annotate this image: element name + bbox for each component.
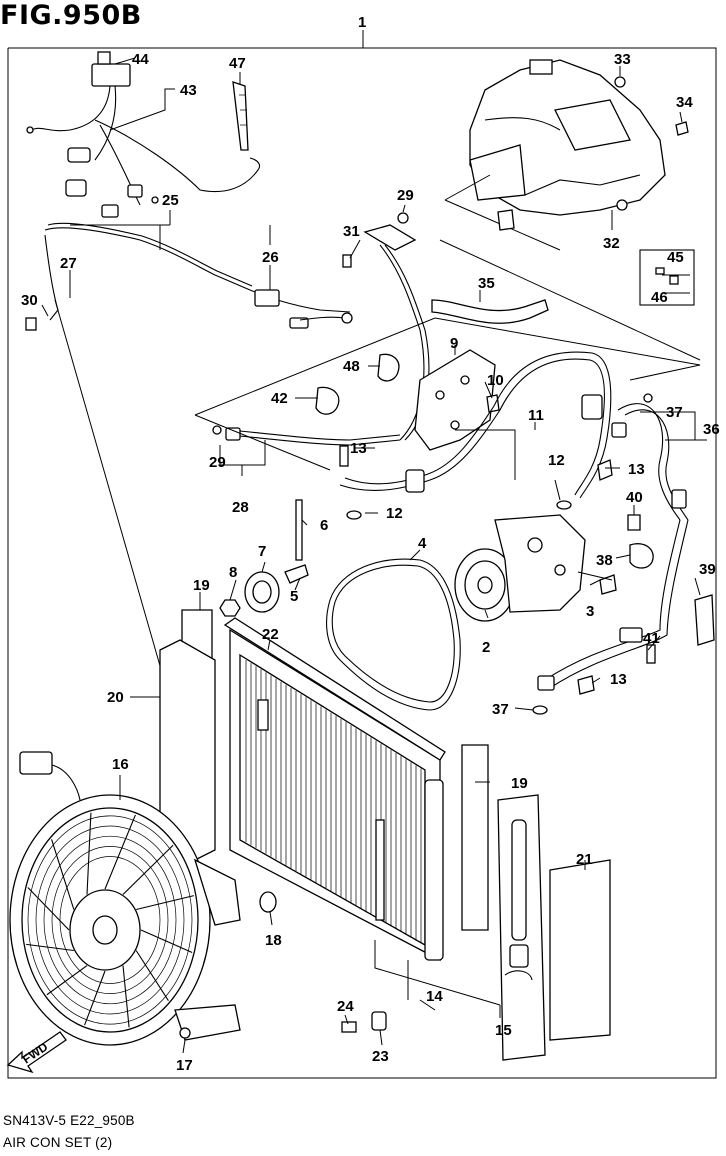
hose-35 (431, 299, 549, 324)
drive-belt (326, 558, 461, 711)
callout-31: 31 (343, 223, 360, 240)
figure-title: FIG.950B (0, 0, 142, 31)
fan-guard-ring (51, 845, 169, 995)
callout-4: 4 (418, 535, 427, 552)
fan-blade (84, 970, 106, 1026)
callout-20: 20 (107, 689, 124, 706)
callout-22: 22 (262, 626, 279, 643)
callout-34: 34 (676, 94, 693, 111)
callout-43: 43 (180, 82, 197, 99)
fan-blade (140, 929, 193, 954)
fan-blade (136, 895, 194, 911)
callout-19b: 19 (511, 775, 528, 792)
callout-45: 45 (667, 249, 684, 266)
leader-area (194, 239, 701, 471)
leaders-lower (374, 940, 501, 1006)
callout-21: 21 (576, 851, 593, 868)
callout-29b: 29 (209, 454, 226, 471)
callout-8: 8 (229, 564, 237, 581)
footer-name: AIR CON SET (2) (3, 1135, 113, 1150)
fwd-arrow (6, 1031, 67, 1074)
callout-29a: 29 (397, 187, 414, 204)
callout-13b: 13 (628, 461, 645, 478)
callout-12b: 12 (386, 505, 403, 522)
callout-16: 16 (112, 756, 129, 773)
fan-blade (46, 965, 88, 996)
compressor (454, 514, 617, 622)
callout-labels: 1 2 3 4 5 6 7 8 9 10 11 12 12 13 13 13 1… (21, 14, 720, 1074)
fan-guard-ring (59, 856, 161, 984)
fan-blade (122, 844, 174, 895)
fan-blade (104, 814, 136, 890)
clamps (315, 353, 400, 415)
footer-code: SN413V-5 E22_950B (3, 1113, 135, 1128)
fan-guard-ring (43, 835, 177, 1005)
callout-30: 30 (21, 292, 38, 309)
condenser (223, 617, 446, 962)
callout-41: 41 (643, 630, 660, 647)
callout-17: 17 (176, 1057, 193, 1074)
fan-blade (51, 839, 75, 910)
fan-guard-ring (35, 825, 185, 1015)
cable-tie (232, 81, 249, 151)
callout-1: 1 (358, 14, 366, 31)
small-fasteners-top (397, 76, 695, 306)
hose-36 (537, 393, 689, 691)
callout-14: 14 (426, 988, 443, 1005)
callout-38: 38 (596, 552, 613, 569)
callout-2: 2 (482, 639, 490, 656)
callout-47: 47 (229, 55, 246, 72)
callout-10: 10 (487, 372, 504, 389)
wiring-harness (26, 51, 261, 218)
fan-blade (122, 965, 130, 1028)
cooling-fan (9, 751, 241, 1046)
callout-33: 33 (614, 51, 631, 68)
callout-37b: 37 (492, 701, 509, 718)
callout-39: 39 (699, 561, 716, 578)
callout-3: 3 (586, 603, 594, 620)
fasteners-right (339, 445, 715, 715)
callout-6: 6 (320, 517, 328, 534)
callout-12a: 12 (548, 452, 565, 469)
fan-guard-ring (27, 815, 193, 1025)
fan-blade (86, 812, 92, 895)
evaporator-unit (444, 59, 666, 251)
callout-24: 24 (337, 998, 354, 1015)
callout-37a: 37 (666, 404, 683, 421)
callout-11: 11 (528, 407, 544, 424)
lower-fasteners (259, 891, 387, 1033)
callout-46: 46 (651, 289, 668, 306)
callout-leaders (41, 57, 707, 1054)
idler-pulley (219, 499, 309, 617)
callout-28: 28 (232, 499, 249, 516)
callout-44: 44 (132, 51, 149, 68)
callout-48: 48 (343, 358, 360, 375)
compressor-bracket (414, 349, 500, 451)
callout-32: 32 (603, 235, 620, 252)
frame (7, 30, 717, 1079)
hose-11 (339, 351, 612, 499)
callout-18: 18 (265, 932, 282, 949)
callout-42: 42 (271, 390, 288, 407)
callout-23: 23 (372, 1048, 389, 1065)
callout-15: 15 (495, 1022, 512, 1039)
callout-36: 36 (703, 421, 720, 438)
callout-19a: 19 (193, 577, 210, 594)
callout-13a: 13 (350, 440, 367, 457)
callout-40: 40 (626, 489, 643, 506)
callout-26: 26 (262, 249, 279, 266)
callout-27: 27 (60, 255, 77, 272)
receiver-drier (497, 794, 546, 1061)
callout-5: 5 (290, 588, 298, 605)
callout-9: 9 (450, 335, 458, 352)
callout-7: 7 (258, 543, 266, 560)
callout-13c: 13 (610, 671, 627, 688)
callout-25: 25 (162, 192, 179, 209)
pipe-assembly-28 (212, 224, 430, 446)
mounting-pads (159, 609, 611, 1041)
callout-35: 35 (478, 275, 495, 292)
